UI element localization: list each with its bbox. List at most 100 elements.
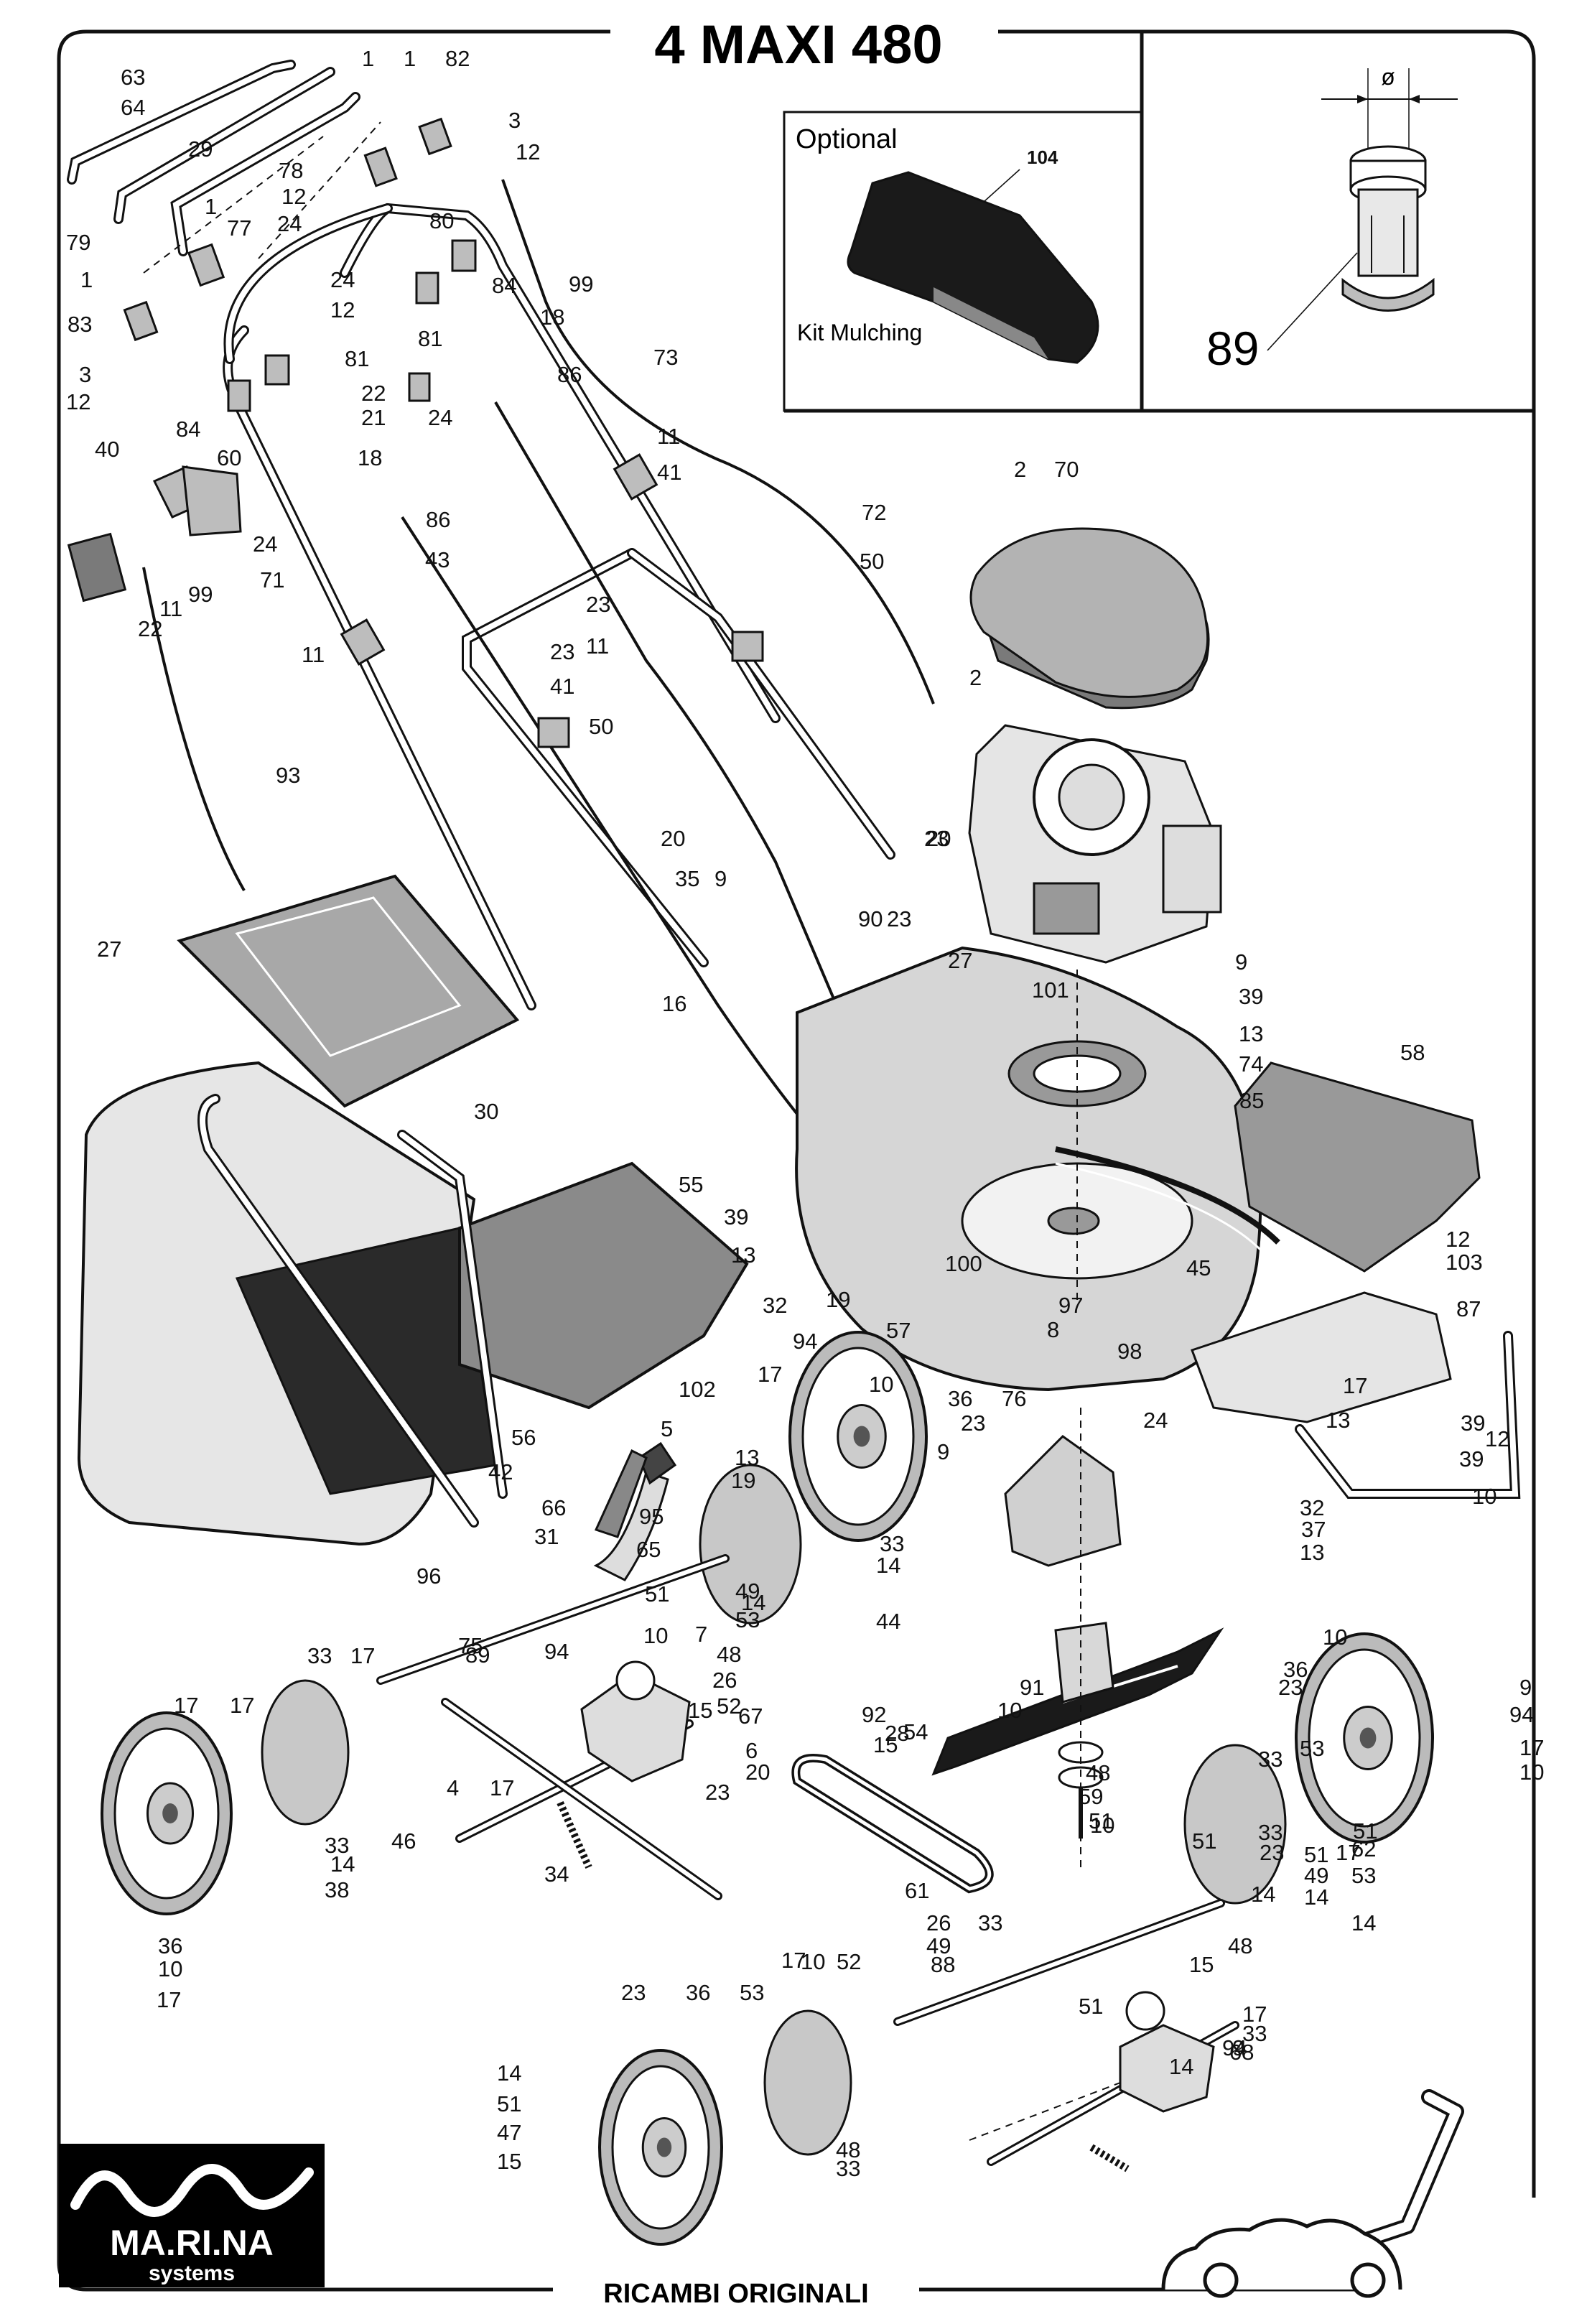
- brand-tagline: systems: [149, 2262, 235, 2285]
- part-number-label: 84: [176, 417, 200, 442]
- part-number-label: 51: [1089, 1808, 1113, 1833]
- part-number-label: 3: [79, 362, 91, 387]
- part-number-label: 11: [302, 642, 325, 667]
- part-number-label: 98: [1117, 1339, 1142, 1364]
- part-number-label: 72: [862, 500, 886, 525]
- part-number-label: 27: [97, 936, 121, 962]
- part-number-label: 12: [281, 184, 306, 209]
- part-number-label: 2: [969, 665, 982, 690]
- part-number-label: 52: [837, 1949, 861, 1974]
- part-number-label: 17: [1519, 1735, 1544, 1760]
- part-number-label: 50: [860, 549, 884, 574]
- part-number-label: 51: [1192, 1828, 1216, 1854]
- part-number-label: 2: [1014, 457, 1026, 482]
- part-number-label: 94: [1509, 1702, 1534, 1727]
- optional-heading: Optional: [796, 124, 898, 154]
- pulley-hub-89-drawing: [1341, 145, 1435, 312]
- part-number-label: 14: [876, 1553, 900, 1578]
- part-number-label: 75: [458, 1633, 483, 1658]
- part-number-label: 94: [793, 1329, 817, 1354]
- part-number-label: 51: [1304, 1842, 1328, 1867]
- part-number-label: 67: [738, 1704, 763, 1729]
- part-number-label: 48: [717, 1642, 741, 1667]
- part-number-label: 96: [416, 1563, 441, 1589]
- part-number-label: 9: [937, 1439, 949, 1464]
- part-number-label: 12: [330, 297, 355, 322]
- part-number-label: 9: [1235, 949, 1247, 975]
- part-number-label: 51: [645, 1581, 669, 1607]
- part-number-label: 28: [885, 1721, 909, 1746]
- part-number-label: 24: [330, 267, 355, 292]
- part-number-label: 23: [887, 906, 911, 931]
- part-number-label: 15: [497, 2149, 521, 2174]
- side-discharge-guard: [1234, 1061, 1481, 1273]
- part-number-label: 23: [1278, 1675, 1303, 1700]
- part-number-label: 13: [1300, 1540, 1324, 1565]
- optional-caption: Kit Mulching: [797, 320, 922, 345]
- part-number-label: 52: [717, 1693, 741, 1719]
- part-number-label: 23: [550, 639, 574, 664]
- part-number-label: 99: [569, 271, 593, 297]
- part-number-label: 42: [488, 1459, 513, 1484]
- part-number-label: 12: [66, 389, 90, 414]
- part-number-label: 76: [1002, 1386, 1026, 1411]
- part-number-label: 11: [159, 596, 182, 621]
- part-number-label: 24: [1143, 1408, 1168, 1433]
- part-number-label: 74: [1239, 1051, 1263, 1077]
- part-number-label: 1: [205, 194, 217, 219]
- part-number-label: 32: [1300, 1495, 1324, 1520]
- part-number-label: 39: [1459, 1446, 1484, 1472]
- part-number-label: 66: [541, 1495, 566, 1520]
- part-number-label: 13: [1326, 1408, 1350, 1433]
- part-number-label: 17: [1343, 1373, 1367, 1398]
- part-number-label: 39: [1239, 984, 1263, 1009]
- part-number-label: 10: [1323, 1625, 1347, 1650]
- part-number-label: 39: [724, 1204, 748, 1230]
- part-number-label: 6: [745, 1738, 758, 1763]
- part-number-label: 48: [1086, 1760, 1110, 1785]
- part-number-label: 53: [740, 1980, 764, 2005]
- part-number-label: 43: [425, 547, 450, 572]
- part-number-label: 26: [712, 1668, 737, 1693]
- part-number-label: 85: [1239, 1088, 1264, 1113]
- part-number-label: 13: [735, 1445, 759, 1470]
- part-number-label: 100: [945, 1251, 982, 1276]
- part-number-label: 15: [873, 1732, 898, 1757]
- part-number-label: 58: [1400, 1040, 1425, 1065]
- part-number-label: 14: [1169, 2054, 1193, 2079]
- wheel-disc: [1183, 1744, 1287, 1905]
- part-number-label: 1: [362, 46, 374, 71]
- part-number-label: 49: [926, 1933, 951, 1958]
- part-number-label: 17: [1336, 1840, 1360, 1865]
- part-number-label: 13: [1239, 1021, 1263, 1046]
- part-number-label: 1: [80, 267, 93, 292]
- part-number-label: 77: [227, 215, 251, 241]
- part-number-label: 35: [675, 866, 699, 891]
- part-number-label: 81: [418, 326, 442, 351]
- part-number-label: 103: [1446, 1250, 1483, 1275]
- part-number-label: 41: [550, 674, 574, 699]
- part-number-label: 17: [230, 1693, 254, 1718]
- part-number-label: 56: [511, 1425, 536, 1450]
- part-number-label: 33: [978, 1910, 1002, 1935]
- part-number-label: 73: [653, 345, 678, 370]
- part-number-label: 45: [1186, 1255, 1211, 1280]
- part-number-label: 31: [534, 1524, 559, 1549]
- part-number-label: 34: [544, 1861, 569, 1887]
- mulching-kit-drawing: [847, 171, 1099, 364]
- part-number-label: 51: [1353, 1818, 1377, 1844]
- part-number-label: 89: [465, 1642, 490, 1668]
- mower-silhouette-icon: [1161, 2089, 1464, 2298]
- part-number-label: 10: [869, 1372, 893, 1397]
- part-number-label: 94: [1222, 2035, 1247, 2060]
- part-number-label: 40: [95, 437, 119, 462]
- part-number-label: 84: [492, 273, 516, 298]
- part-number-label: 50: [589, 714, 613, 739]
- part-number-label: 102: [679, 1377, 716, 1402]
- part-number-label: 10: [801, 1949, 825, 1974]
- detail-part-number: 89: [1206, 322, 1259, 375]
- part-number-label: 33: [1258, 1820, 1283, 1845]
- part-number-label: 23: [705, 1780, 730, 1805]
